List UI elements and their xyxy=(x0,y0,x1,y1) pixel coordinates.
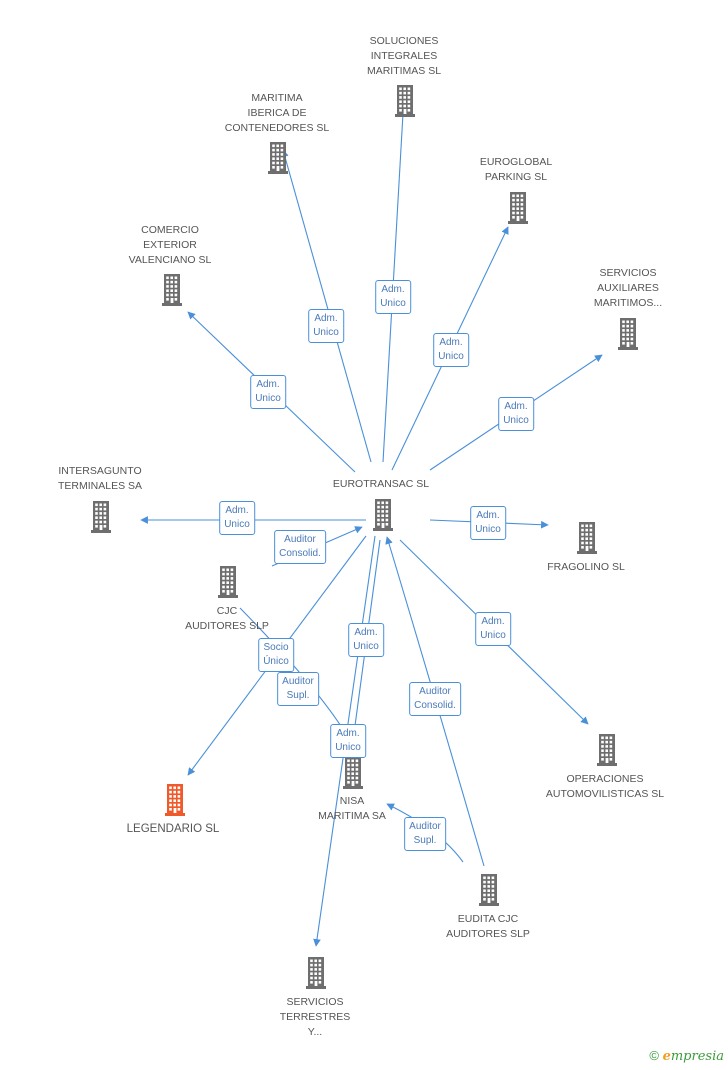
building-icon[interactable] xyxy=(508,192,528,229)
edge-eurotransac-intersagunto-label: Adm. Unico xyxy=(219,501,255,535)
edge-eurotransac-comercio-label: Adm. Unico xyxy=(250,375,286,409)
node-maritima-iberica-label[interactable]: MARITIMA IBERICA DE CONTENEDORES SL xyxy=(224,92,330,134)
building-icon[interactable] xyxy=(479,874,499,911)
brand-logo: empresia xyxy=(662,1049,724,1064)
building-icon[interactable] xyxy=(162,274,182,311)
building-icon[interactable] xyxy=(395,85,415,122)
edge-eudita-eurotransac-label: Auditor Consolid. xyxy=(409,682,461,716)
edge-eurotransac-fragolino-label: Adm. Unico xyxy=(470,506,506,540)
building-icon[interactable] xyxy=(597,734,617,771)
building-icon[interactable] xyxy=(373,499,393,536)
edge-eurotransac-operaciones-label: Adm. Unico xyxy=(475,612,511,646)
node-servicios-terrestres-label[interactable]: SERVICIOS TERRESTRES Y... xyxy=(279,996,351,1038)
edge-eurotransac-servicios-aux-label: Adm. Unico xyxy=(498,397,534,431)
edge-eurotransac-euroglobal-label: Adm. Unico xyxy=(433,333,469,367)
building-icon[interactable] xyxy=(577,522,597,559)
edge-eurotransac-maritima-iberica-label: Adm. Unico xyxy=(308,309,344,343)
node-soluciones-integrales-label[interactable]: SOLUCIONES INTEGRALES MARITIMAS SL xyxy=(366,35,442,77)
edge-cjc-eurotransac-label: Auditor Consolid. xyxy=(274,530,326,564)
node-servicios-auxiliares-label[interactable]: SERVICIOS AUXILIARES MARITIMOS... xyxy=(593,267,663,309)
edge-eurotransac-soluciones-label: Adm. Unico xyxy=(375,280,411,314)
building-icon[interactable] xyxy=(618,318,638,355)
footer-credit: © empresia xyxy=(649,1048,724,1064)
copyright-icon: © xyxy=(649,1048,659,1063)
edge-eurotransac-legendario-label: Socio Único xyxy=(258,638,294,672)
building-icon[interactable] xyxy=(165,784,185,821)
node-eudita-label[interactable]: EUDITA CJC AUDITORES SLP xyxy=(446,913,530,940)
node-eurotransac-label[interactable]: EUROTRANSAC SL xyxy=(332,478,430,490)
node-fragolino-label[interactable]: FRAGOLINO SL xyxy=(547,561,625,573)
node-comercio-exterior-label[interactable]: COMERCIO EXTERIOR VALENCIANO SL xyxy=(128,224,212,266)
edge-eurotransac-maritima-iberica-line xyxy=(281,149,372,463)
building-icon[interactable] xyxy=(268,142,288,179)
node-legendario-label[interactable]: LEGENDARIO SL xyxy=(126,823,220,835)
building-icon[interactable] xyxy=(343,757,363,794)
building-icon[interactable] xyxy=(218,566,238,603)
node-cjc-auditores-label[interactable]: CJC AUDITORES SLP xyxy=(185,605,269,632)
node-operaciones-label[interactable]: OPERACIONES AUTOMOVILISTICAS SL xyxy=(545,773,665,800)
node-euroglobal-label[interactable]: EUROGLOBAL PARKING SL xyxy=(479,156,553,183)
node-intersagunto-label[interactable]: INTERSAGUNTO TERMINALES SA xyxy=(57,465,143,492)
edge-eudita-nisa-label: Auditor Supl. xyxy=(404,817,446,851)
building-icon[interactable] xyxy=(91,501,111,538)
edge-cjc-nisa-label: Auditor Supl. xyxy=(277,672,319,706)
edge-eurotransac-nisa-label: Adm. Unico xyxy=(330,724,366,758)
building-icon[interactable] xyxy=(306,957,326,994)
edge-eurotransac-soluciones-line xyxy=(382,95,408,463)
node-nisa-maritima-label[interactable]: NISA MARITIMA SA xyxy=(318,795,386,822)
edge-eurotransac-servicios-terr-label: Adm. Unico xyxy=(348,623,384,657)
